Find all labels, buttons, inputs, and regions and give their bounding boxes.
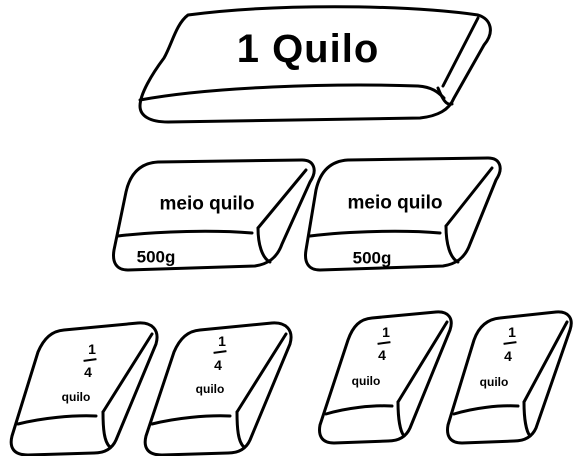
quarter-numerator: 1 (508, 325, 516, 339)
quarter-denominator: 4 (504, 349, 512, 363)
quarter-word: quilo (480, 376, 509, 388)
